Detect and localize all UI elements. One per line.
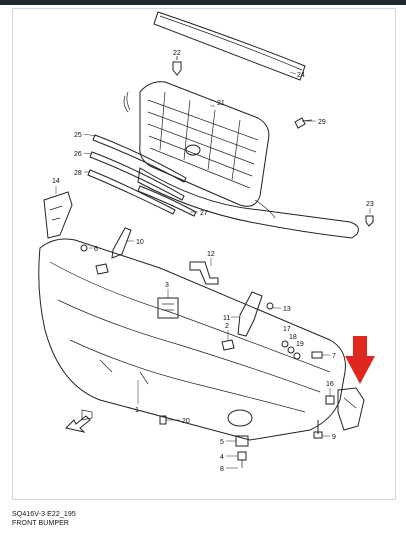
- part-8-corner-piece: [337, 387, 365, 431]
- diagram-code: SQ416V-3 E22_195: [12, 511, 76, 518]
- part-11-bracket: [237, 291, 263, 337]
- part-12-bracket: [189, 261, 219, 285]
- label-24: 24: [297, 72, 305, 79]
- diagram-frame: [12, 8, 396, 500]
- part-24-molding: [153, 11, 306, 81]
- part-7-clip: [311, 351, 323, 359]
- part-5-mount: [235, 435, 249, 447]
- label-23: 23: [366, 201, 374, 208]
- part-14-bracket: [43, 191, 73, 239]
- label-6: 6: [94, 246, 98, 253]
- part-4-fastener: [237, 451, 247, 468]
- part-27-strip: [137, 185, 197, 217]
- part-6-screw: [80, 244, 88, 252]
- lower-valance: [137, 167, 359, 239]
- label-26: 26: [74, 151, 82, 158]
- part-28-strip: [87, 169, 176, 215]
- leader-lines: [55, 57, 371, 469]
- label-14: 14: [52, 178, 60, 185]
- label-4: 4: [220, 454, 224, 461]
- part-1-bumper-cover: [38, 238, 346, 441]
- label-1: 1: [135, 407, 139, 414]
- part-2-clip: [221, 339, 235, 351]
- label-16: 16: [326, 381, 334, 388]
- label-29: 29: [318, 119, 326, 126]
- part-21-grille: [123, 81, 270, 207]
- part-9-screw: [313, 420, 323, 439]
- part-number-labels: 22 24 21 29 25 26 28 27 14 23 6 10 12 3 …: [52, 50, 374, 473]
- label-3: 3: [165, 282, 169, 289]
- parts-17-18-19-fasteners: [281, 340, 301, 360]
- label-22: 22: [173, 50, 181, 57]
- label-28: 28: [74, 170, 82, 177]
- label-9: 9: [332, 434, 336, 441]
- part-13-screw: [266, 302, 274, 310]
- label-7: 7: [332, 353, 336, 360]
- label-17: 17: [283, 326, 291, 333]
- part-23-clip: [365, 215, 374, 227]
- diagram-title: FRONT BUMPER: [12, 520, 70, 527]
- label-12: 12: [207, 251, 215, 258]
- part-10-clip: [95, 263, 109, 275]
- part-16-screw: [325, 395, 335, 405]
- label-27: 27: [200, 210, 208, 217]
- label-10: 10: [136, 239, 144, 246]
- part-10-bracket: [111, 227, 132, 259]
- label-5: 5: [220, 439, 224, 446]
- part-26-strip: [89, 151, 185, 201]
- label-13: 13: [283, 306, 291, 313]
- label-21: 21: [217, 100, 225, 107]
- direction-arrow-icon: [65, 415, 91, 433]
- label-25: 25: [74, 132, 82, 139]
- part-3-plate: [157, 297, 179, 319]
- top-bar: [0, 0, 406, 5]
- part-29-screw: [294, 117, 313, 129]
- part-20-screw: [159, 415, 167, 425]
- label-20: 20: [182, 418, 190, 425]
- label-11: 11: [223, 315, 230, 322]
- label-19: 19: [296, 341, 304, 348]
- label-18: 18: [289, 334, 297, 341]
- part-25-strip: [92, 134, 187, 183]
- label-8: 8: [220, 466, 224, 473]
- highlight-arrow-icon: [345, 336, 375, 384]
- label-2: 2: [225, 323, 229, 330]
